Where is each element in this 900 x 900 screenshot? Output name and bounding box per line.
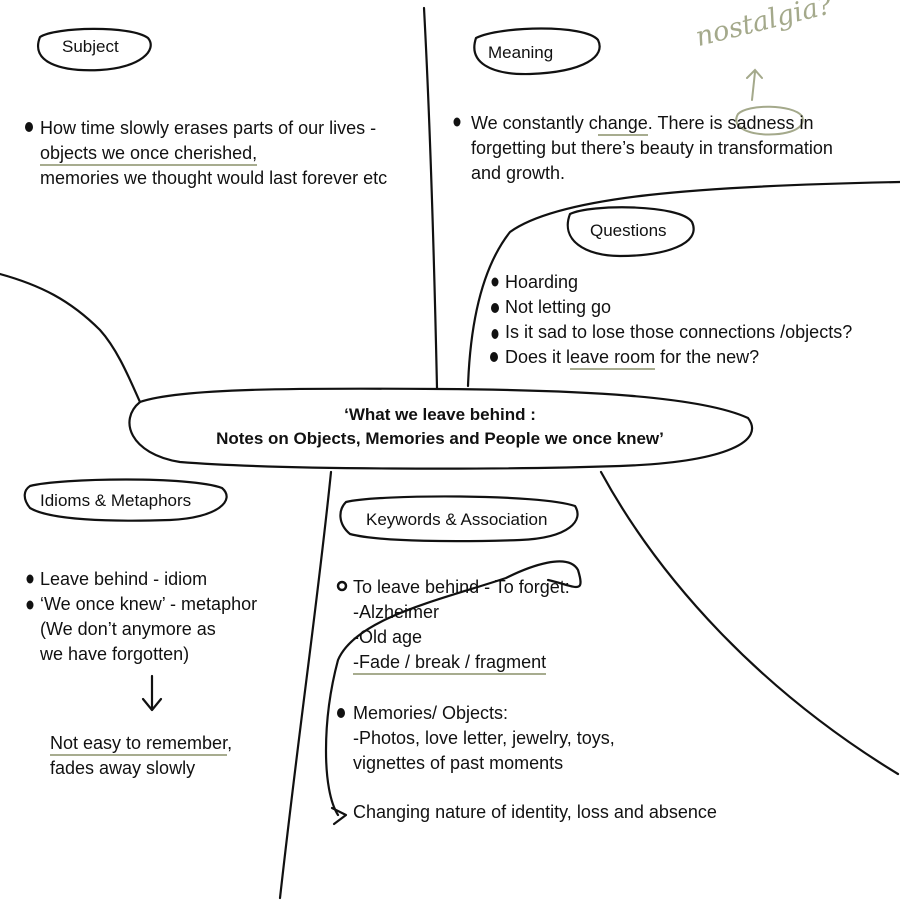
center-ellipse <box>128 387 754 470</box>
divider-left <box>0 272 142 404</box>
divider-bottom-right <box>599 470 900 776</box>
conclusion-arrowhead <box>330 806 348 826</box>
bullet <box>491 329 499 339</box>
keyword-sub: -Fade / break / fragment <box>353 650 570 675</box>
bullet <box>453 117 461 127</box>
bullet <box>26 600 34 610</box>
keywords-heading: Keywords & Association <box>366 510 548 529</box>
subject-line: objects we once cherished, <box>40 141 387 166</box>
subject-underlined: objects we once cherished, <box>40 143 258 166</box>
subject-text: How time slowly erases parts of our live… <box>40 116 387 191</box>
keywords-block: To leave behind - To forget: -Alzheimer … <box>353 575 570 675</box>
meaning-line: We constantly change. There is sadness i… <box>471 111 833 136</box>
central-topic-line: ‘What we leave behind : <box>344 405 536 424</box>
forget-loop <box>324 560 582 817</box>
bullet <box>490 352 498 362</box>
central-topic: ‘What we leave behind : Notes on Objects… <box>140 403 740 451</box>
not-easy-underlined: Not easy to remember <box>50 733 228 756</box>
question-item: Not letting go <box>505 297 612 317</box>
keyword-sub: -Old age <box>353 627 423 647</box>
nostalgia-arrow <box>746 68 763 101</box>
meaning-text-part: . There is <box>647 113 728 133</box>
subject-heading: Subject <box>62 37 119 56</box>
idioms-result-line: fades away slowly <box>50 758 196 778</box>
divider-top-center <box>422 6 439 390</box>
subject-line: memories we thought would last forever e… <box>40 168 388 188</box>
keyword-item: Memories/ Objects: <box>353 703 509 723</box>
idioms-heading: Idioms & Metaphors <box>40 491 192 510</box>
question-item: Does it leave room for the new? <box>505 345 852 370</box>
subject-ellipse <box>37 27 152 72</box>
meaning-ellipse <box>473 27 601 76</box>
keyword-sub: vignettes of past moments <box>353 753 564 773</box>
keyword-sub: -Alzheimer <box>353 602 440 622</box>
meaning-line: and growth. <box>471 163 566 183</box>
idioms-list: Leave behind - idiom ‘We once knew’ - me… <box>40 567 257 667</box>
leave-room-underlined: eave room <box>570 347 656 370</box>
questions-heading: Questions <box>590 221 667 240</box>
central-topic-line: Notes on Objects, Memories and People we… <box>216 429 664 448</box>
keyword-sub: -Photos, love letter, jewelry, toys, <box>353 728 615 748</box>
idiom-paren: (We don’t anymore as <box>40 619 216 639</box>
meaning-text: We constantly change. There is sadness i… <box>471 111 833 186</box>
keywords-block-2: Memories/ Objects: -Photos, love letter,… <box>353 701 615 776</box>
bullet <box>491 303 499 313</box>
divider-bottom-center <box>278 470 333 900</box>
change-underlined: hange <box>597 113 648 136</box>
keyword-item: To leave behind - To forget: <box>353 577 570 597</box>
idioms-ellipse <box>23 478 228 522</box>
subject-line: How time slowly erases parts of our live… <box>40 118 377 138</box>
down-arrow-head <box>141 697 163 712</box>
meaning-text-part: in <box>794 113 814 133</box>
bullet <box>25 122 33 132</box>
idioms-result-part: , <box>227 733 233 753</box>
questions-list: Hoarding Not letting go Is it sad to los… <box>505 270 852 370</box>
question-text-part: for the new? <box>655 347 760 367</box>
fade-underlined: -Fade / break / fragment <box>353 652 547 675</box>
idioms-result: Not easy to remember, fades away slowly <box>50 731 232 781</box>
meaning-line: forgetting but there’s beauty in transfo… <box>471 138 833 158</box>
question-item: Is it sad to lose those connections /obj… <box>505 322 853 342</box>
bullet-open <box>336 580 348 592</box>
meaning-heading: Meaning <box>488 43 554 62</box>
idiom-item: ‘We once knew’ - metaphor <box>40 594 258 614</box>
idiom-item: Leave behind - idiom <box>40 569 208 589</box>
keywords-conclusion: Changing nature of identity, loss and ab… <box>353 802 717 822</box>
keywords-ellipse <box>339 495 579 543</box>
idiom-paren: we have forgotten) <box>40 644 190 664</box>
sadness-word: sadness <box>727 113 795 133</box>
idioms-result-line: Not easy to remember, <box>50 731 232 756</box>
bullet <box>337 708 345 718</box>
question-item: Hoarding <box>505 272 579 292</box>
questions-ellipse <box>566 206 695 258</box>
question-text-part: Does it l <box>505 347 571 367</box>
divider-right-top <box>466 180 900 388</box>
meaning-text-part: We constantly c <box>471 113 598 133</box>
bullet <box>26 574 34 584</box>
sadness-highlight-ellipse <box>735 105 804 136</box>
bullet <box>491 277 499 287</box>
